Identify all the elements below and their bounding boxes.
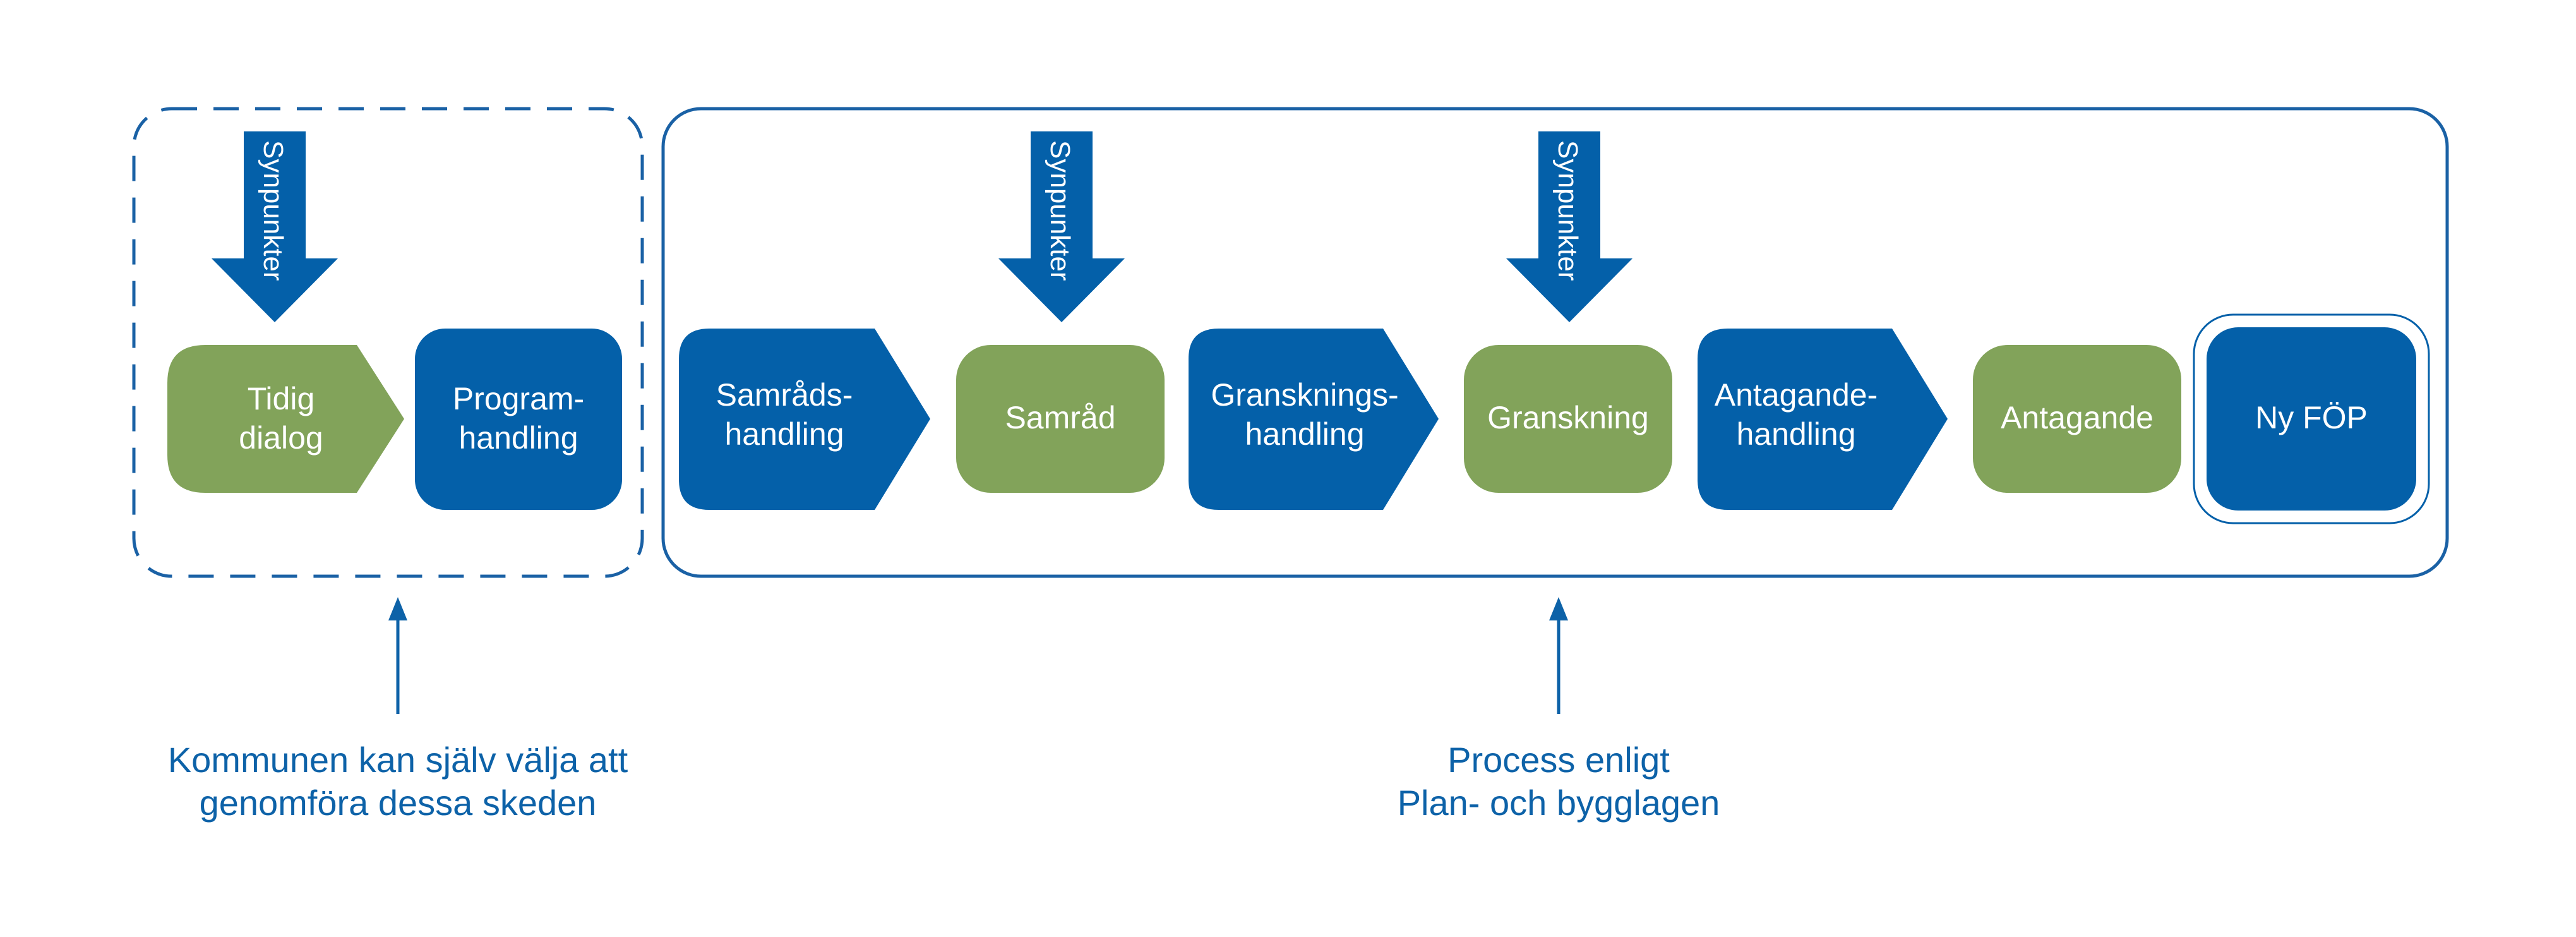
step-label-line1: Tidig: [248, 381, 315, 416]
up-arrow-icon: [1549, 597, 1568, 620]
caption-right: Process enligt Plan- och bygglagen: [1398, 740, 1720, 823]
caption-left: Kommunen kan själv välja att genomföra d…: [168, 740, 628, 823]
step-antagandehandling: Antagande- handling: [1698, 329, 1948, 510]
down-arrow-icon: [212, 131, 338, 322]
caption-line1: Kommunen kan själv välja att: [168, 740, 628, 780]
step-label-line2: handling: [724, 416, 844, 452]
step-label-line2: dialog: [239, 420, 323, 456]
step-label-line2: handling: [1245, 416, 1364, 452]
step-label-line1: Samråds-: [716, 377, 853, 413]
step-label-line1: Gransknings-: [1211, 377, 1398, 413]
step-ny-fop: Ny FÖP: [2193, 313, 2430, 524]
synpunkter-arrow-1: Synpunkter: [212, 131, 338, 322]
caption-pointer-right: [1549, 597, 1568, 714]
step-label-line2: handling: [458, 420, 578, 456]
step-granskningshandling: Gransknings- handling: [1189, 329, 1439, 510]
synpunkter-arrow-3: Synpunkter: [1506, 131, 1632, 322]
step-label-line1: Program-: [453, 381, 584, 416]
step-label: Samråd: [1005, 400, 1115, 435]
step-label: Antagande: [2001, 400, 2154, 435]
step-tidig-dialog: Tidig dialog: [167, 345, 404, 493]
caption-line1: Process enligt: [1447, 740, 1670, 780]
synpunkter-label: Synpunkter: [1045, 140, 1075, 281]
step-samrad: Samråd: [956, 345, 1165, 493]
synpunkter-label: Synpunkter: [1552, 140, 1583, 281]
step-granskning: Granskning: [1464, 345, 1672, 493]
down-arrow-icon: [1506, 131, 1632, 322]
step-samradshandling: Samråds- handling: [679, 329, 930, 510]
synpunkter-arrow-2: Synpunkter: [998, 131, 1125, 322]
caption-line2: Plan- och bygglagen: [1398, 783, 1720, 823]
up-arrow-icon: [388, 597, 407, 620]
synpunkter-label: Synpunkter: [258, 140, 289, 281]
caption-pointer-left: [388, 597, 407, 714]
step-label: Granskning: [1487, 400, 1649, 435]
down-arrow-icon: [998, 131, 1125, 322]
step-label: Ny FÖP: [2255, 400, 2368, 435]
step-programhandling: Program- handling: [415, 329, 622, 510]
optional-phases-frame: [132, 107, 644, 578]
caption-line2: genomföra dessa skeden: [200, 783, 597, 823]
step-label-line1: Antagande-: [1715, 377, 1878, 413]
step-label-line2: handling: [1736, 416, 1855, 452]
step-antagande: Antagande: [1973, 345, 2181, 493]
pbl-process-frame: [661, 107, 2449, 578]
